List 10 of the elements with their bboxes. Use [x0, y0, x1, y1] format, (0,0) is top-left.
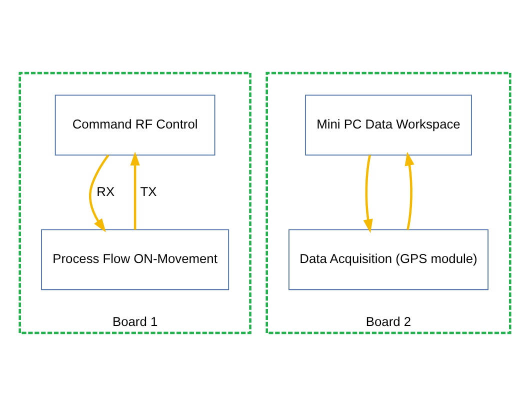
node-box: Data Acquisition (GPS module)	[288, 228, 488, 290]
node-box: Process Flow ON-Movement	[41, 228, 230, 290]
arrow	[363, 154, 373, 233]
node-box: Command RF Control	[54, 94, 216, 156]
arrow	[404, 151, 414, 230]
edge-label: RX	[96, 183, 115, 198]
node-box: Mini PC Data Workspace	[305, 94, 472, 156]
arrow	[130, 151, 140, 230]
edge-label: TX	[140, 183, 157, 198]
arrow	[88, 154, 110, 232]
